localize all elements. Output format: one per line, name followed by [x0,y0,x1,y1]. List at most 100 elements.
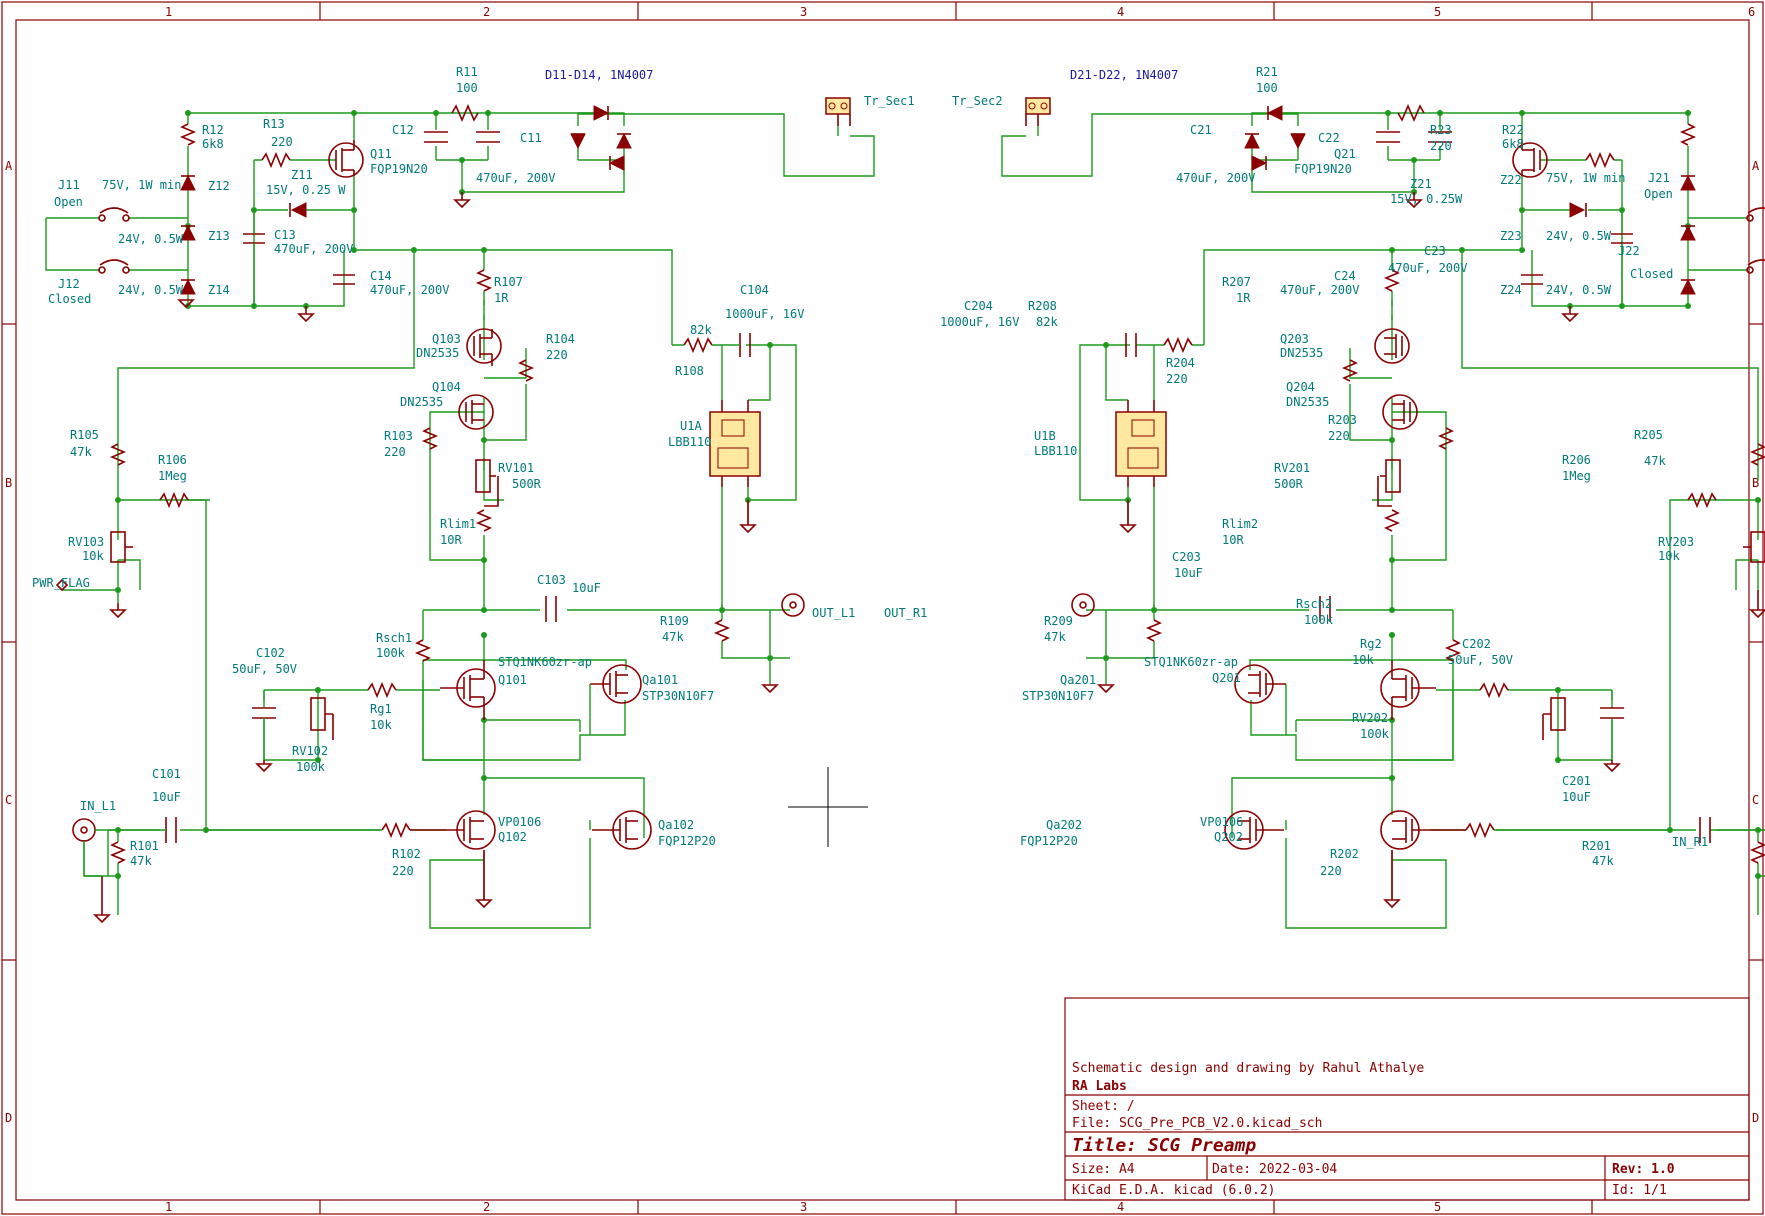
rv201-potentiometer[interactable] [1377,459,1401,507]
c201-capacitor[interactable] [1699,817,1711,843]
z13-zener[interactable] [180,224,196,241]
r11-resistor[interactable] [451,103,479,123]
qa202-mosfet[interactable] [1224,810,1284,850]
c22-capacitor[interactable] [1376,131,1400,143]
rg1-resistor[interactable] [367,681,397,699]
tr-sec1-connector[interactable] [825,97,851,126]
c21-capacitor[interactable] [1428,131,1452,143]
r202-resistor[interactable] [1465,821,1495,839]
label-c101: C101 [152,767,181,781]
q203-mosfet[interactable] [1374,328,1410,364]
ground-icon [1119,500,1137,534]
j11-jumper[interactable] [98,207,130,222]
r105-resistor[interactable] [109,443,127,466]
rlim1-resistor[interactable] [475,509,493,532]
c24-capacitor[interactable] [1521,274,1543,285]
qa102-mosfet[interactable] [592,810,652,850]
q104-mosfet[interactable] [458,394,494,430]
r101-resistor[interactable] [109,841,127,864]
r108-resistor[interactable] [683,336,713,354]
c103-capacitor[interactable] [545,596,557,622]
q204-mosfet[interactable] [1382,394,1418,430]
label-r104-value: 220 [546,348,568,362]
label-r206-value: 1Meg [1562,469,1591,483]
r208-resistor[interactable] [1163,336,1193,354]
q21-mosfet[interactable] [1512,140,1548,178]
rv103-potentiometer[interactable] [110,531,133,563]
r205-resistor[interactable] [1749,443,1765,466]
label-tr-sec1: Tr_Sec1 [864,94,915,108]
z23-zener[interactable] [1680,224,1696,241]
label-c14: C14 [370,269,392,283]
q201-mosfet[interactable] [1380,660,1436,720]
label-r209-value: 47k [1044,630,1066,644]
r103-resistor[interactable] [421,427,439,450]
label-c103: C103 [537,573,566,587]
q101-mosfet[interactable] [440,660,496,720]
rlim2-resistor[interactable] [1383,509,1401,532]
tr-sec2-connector[interactable] [1025,97,1051,126]
z22-zener[interactable] [1680,174,1696,191]
r109-resistor[interactable] [713,619,731,642]
rsch1-resistor[interactable] [414,639,432,662]
z12-zener[interactable] [180,174,196,191]
rv203-potentiometer[interactable] [1743,531,1765,563]
c23-capacitor[interactable] [1611,233,1633,244]
c11-capacitor[interactable] [476,131,500,143]
label-rv202-value: 100k [1360,727,1390,741]
label-r209: R209 [1044,614,1073,628]
r203-resistor[interactable] [1437,427,1455,450]
rv202-potentiometer[interactable] [1542,697,1566,740]
r106-resistor[interactable] [159,491,189,509]
r206-resistor[interactable] [1687,491,1717,509]
q11-mosfet[interactable] [328,140,364,178]
c204-capacitor[interactable] [1125,333,1137,357]
rsch2-resistor[interactable] [1444,639,1462,662]
q102-mosfet[interactable] [410,810,496,850]
r204-resistor[interactable] [1341,359,1359,382]
z21-zener[interactable] [1569,202,1587,218]
label-rsch1: Rsch1 [376,631,412,645]
r207-resistor[interactable] [1383,269,1401,292]
z14-zener[interactable] [180,278,196,295]
j12-jumper[interactable] [98,259,130,274]
rv102-potentiometer[interactable] [310,697,334,740]
r104-resistor[interactable] [517,359,535,382]
r107-resistor[interactable] [475,269,493,292]
r102-resistor[interactable] [381,821,411,839]
out-r1-connector[interactable] [1071,593,1095,617]
r201-resistor[interactable] [1749,841,1765,864]
z11-zener[interactable] [289,202,307,218]
c12-capacitor[interactable] [424,131,448,143]
u1b-relay[interactable] [1115,400,1167,487]
bridge-rectifier-d21-d22[interactable] [1244,105,1306,171]
label-r103-value: 220 [384,445,406,459]
rv101-potentiometer[interactable] [475,459,499,507]
r21-resistor[interactable] [1397,103,1425,123]
j21-jumper[interactable] [1746,207,1765,222]
r209-resistor[interactable] [1145,619,1163,642]
c203-capacitor[interactable] [1319,596,1331,622]
rg2-resistor[interactable] [1479,681,1509,699]
bridge-rectifier-d11-d14[interactable] [570,105,632,171]
column-label-2: 2 [483,5,490,19]
z24-zener[interactable] [1680,278,1696,295]
c14-capacitor[interactable] [333,274,355,285]
out-l1-connector[interactable] [781,593,805,617]
label-j12-value: Closed [48,292,91,306]
r12-resistor[interactable] [179,123,197,146]
r13-resistor[interactable] [261,151,291,169]
label-c24-value: 470uF, 200V [1280,283,1359,297]
q202-mosfet[interactable] [1380,810,1466,850]
qa201-mosfet[interactable] [1234,664,1286,704]
r22-resistor[interactable] [1679,123,1697,146]
label-r201-value: 47k [1592,854,1614,868]
c202-capacitor[interactable] [1600,707,1624,719]
j22-jumper[interactable] [1746,259,1765,274]
u1a-relay[interactable] [709,400,761,487]
qa101-mosfet[interactable] [590,664,642,704]
label-z23: Z23 [1500,229,1522,243]
r23-resistor[interactable] [1585,151,1615,169]
q103-mosfet[interactable] [466,328,502,366]
